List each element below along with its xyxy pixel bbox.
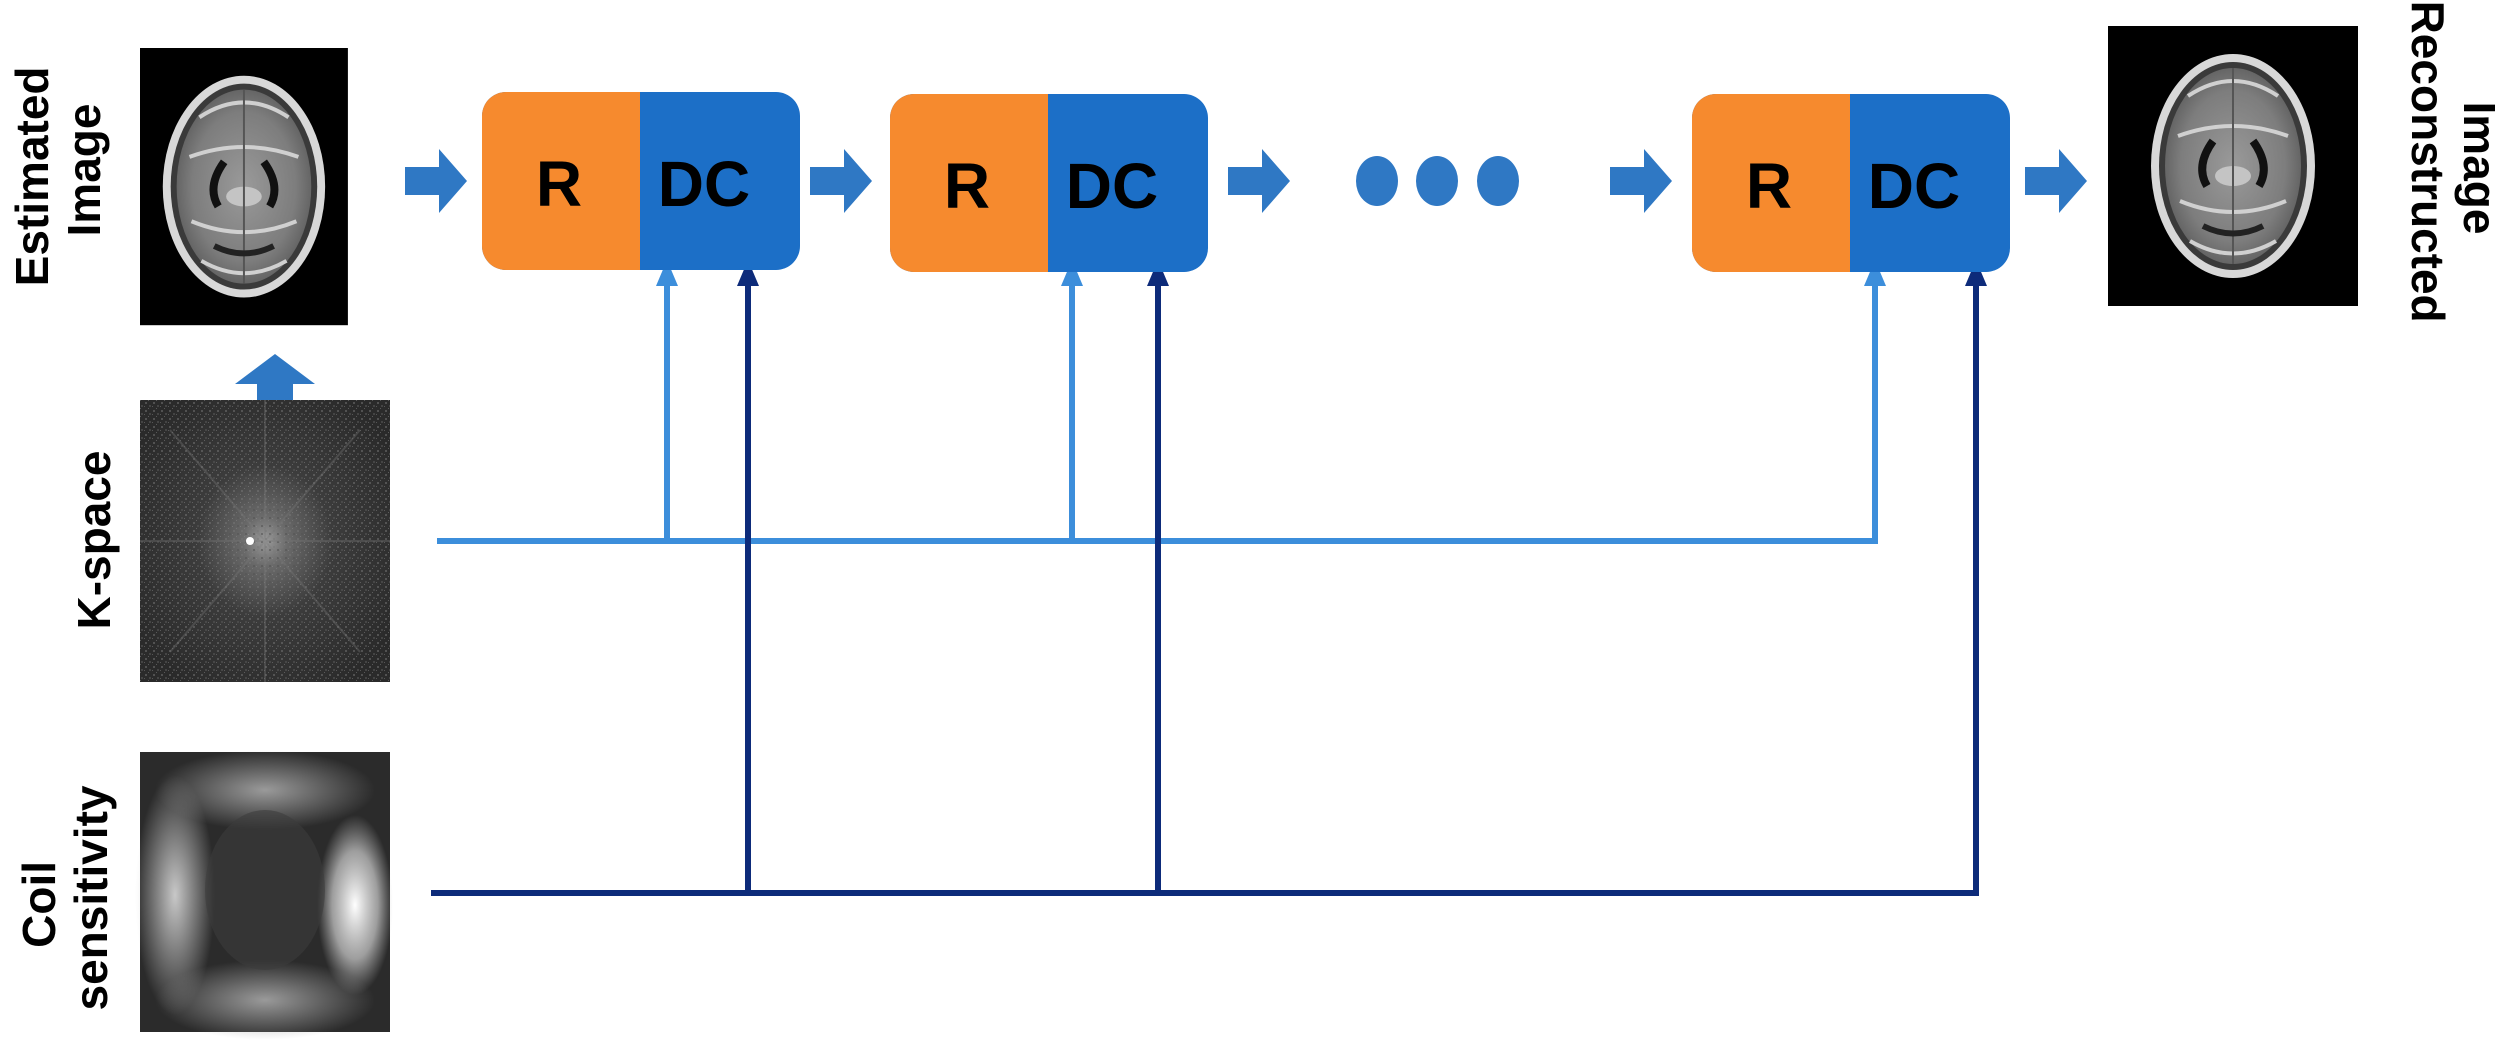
flow-arrow xyxy=(405,149,467,213)
coil-arrowhead xyxy=(1147,260,1169,286)
data-consistency-label: DC xyxy=(658,148,750,220)
kspace-arrowhead xyxy=(1061,260,1083,286)
regularizer-label: R xyxy=(944,150,990,222)
k-space-image xyxy=(140,400,390,682)
cascade-block-1: R DC xyxy=(482,92,800,270)
k-space-label: K-space xyxy=(68,451,120,630)
coil-sensitivity-label: Coil sensitivity xyxy=(13,785,117,1010)
coil-arrowhead xyxy=(1965,260,1987,286)
brain-mri-icon xyxy=(2128,26,2338,306)
kspace-arrowhead xyxy=(1864,260,1886,286)
reconstructed-image xyxy=(2108,26,2358,306)
estimated-image-label: Estimated Image xyxy=(6,54,110,287)
flow-arrow xyxy=(1610,149,1672,213)
cascade-block-3: R DC xyxy=(1692,94,2010,272)
flow-arrow xyxy=(810,149,872,213)
regularizer-label: R xyxy=(536,148,582,220)
brain-mri-icon xyxy=(140,48,348,325)
regularizer-label: R xyxy=(1746,150,1792,222)
data-consistency-label: DC xyxy=(1868,150,1960,222)
flow-arrow xyxy=(2025,149,2087,213)
up-arrow xyxy=(235,354,315,416)
coil-sensitivity-image xyxy=(135,750,393,1040)
estimated-image xyxy=(140,48,348,325)
kspace-arrowhead xyxy=(656,260,678,286)
reconstructed-image-label: Reconstructed Image xyxy=(2402,1,2495,336)
cascade-block-2: R DC xyxy=(890,94,1208,272)
ellipsis-dots-icon xyxy=(1356,156,1519,206)
data-consistency-label: DC xyxy=(1066,150,1158,222)
coil-sensitivity-line xyxy=(431,280,1979,896)
flow-arrow xyxy=(1228,149,1290,213)
coil-arrowhead xyxy=(737,260,759,286)
